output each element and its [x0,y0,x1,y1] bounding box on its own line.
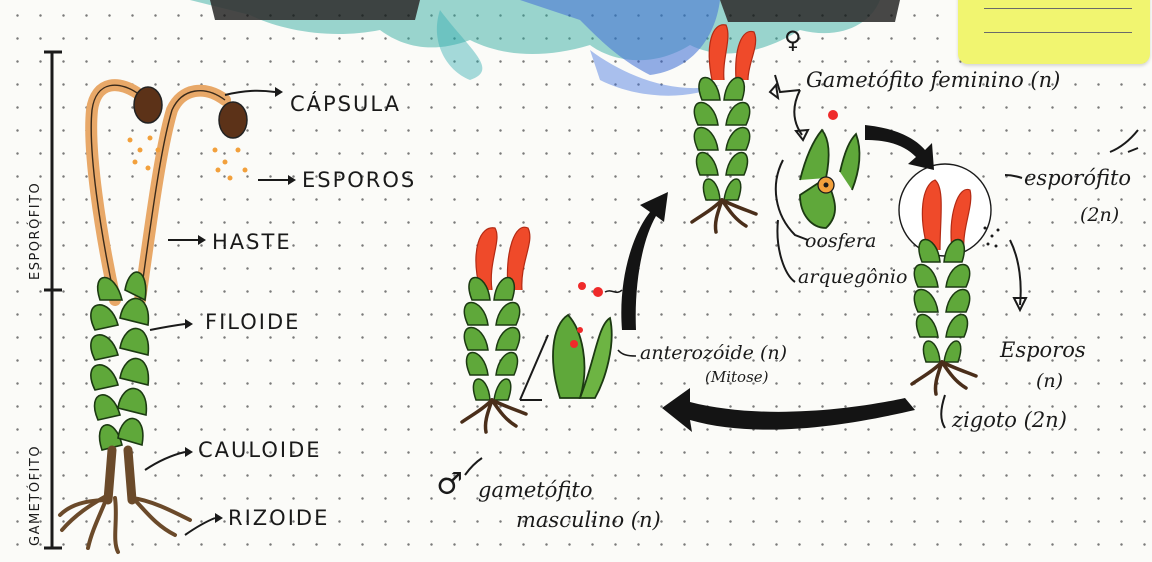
filoide-label: FILOIDE [205,312,300,333]
note-line [984,32,1132,33]
gametofito-masculino-label-line1: gametófito [478,480,592,501]
leaves-large [91,272,149,450]
gametofito-feminino-label: Gametófito feminino (n) [806,70,1060,91]
sticky-note [958,0,1150,64]
capsula-label: CÁPSULA [290,94,401,115]
oosfera-label: oosfera [805,232,876,251]
esporofito-side-label: ESPORÓFITO [28,182,43,280]
arquegonio-label: arquegônio [798,268,907,287]
moss-female-gametophyte [692,25,756,232]
gametofito-side-label: GAMETÓFITO [28,445,43,546]
rizoids-large [60,495,190,552]
moss-sporophyte [899,164,1000,394]
mitose-label: (Mitose) [705,370,769,385]
esporos-label-right: Esporos [1000,340,1086,361]
gametofito-masculino-label-line2: masculino (n) [516,510,661,531]
female-symbol: ♀ [784,28,802,52]
esporos-ploidy: (n) [1036,372,1063,391]
archegonium [800,110,859,228]
antheridium [520,282,622,400]
esporofito-ploidy: (2n) [1080,206,1119,225]
side-bracket [44,52,62,548]
esporos-label-left: ESPOROS [302,170,416,191]
moss-male-gametophyte [462,227,530,432]
haste-label: HASTE [212,232,292,253]
rizoide-label: RIZOIDE [228,508,329,529]
spores-left [128,136,248,181]
esporofito-label-right: esporófito [1024,168,1131,189]
anterozoide-label: anterozóide (n) [640,344,787,363]
cauloide-label: CAULOIDE [198,440,322,461]
male-symbol: ♂ [436,470,463,500]
zigoto-label: zigoto (2n) [952,410,1067,431]
note-line [984,8,1132,9]
